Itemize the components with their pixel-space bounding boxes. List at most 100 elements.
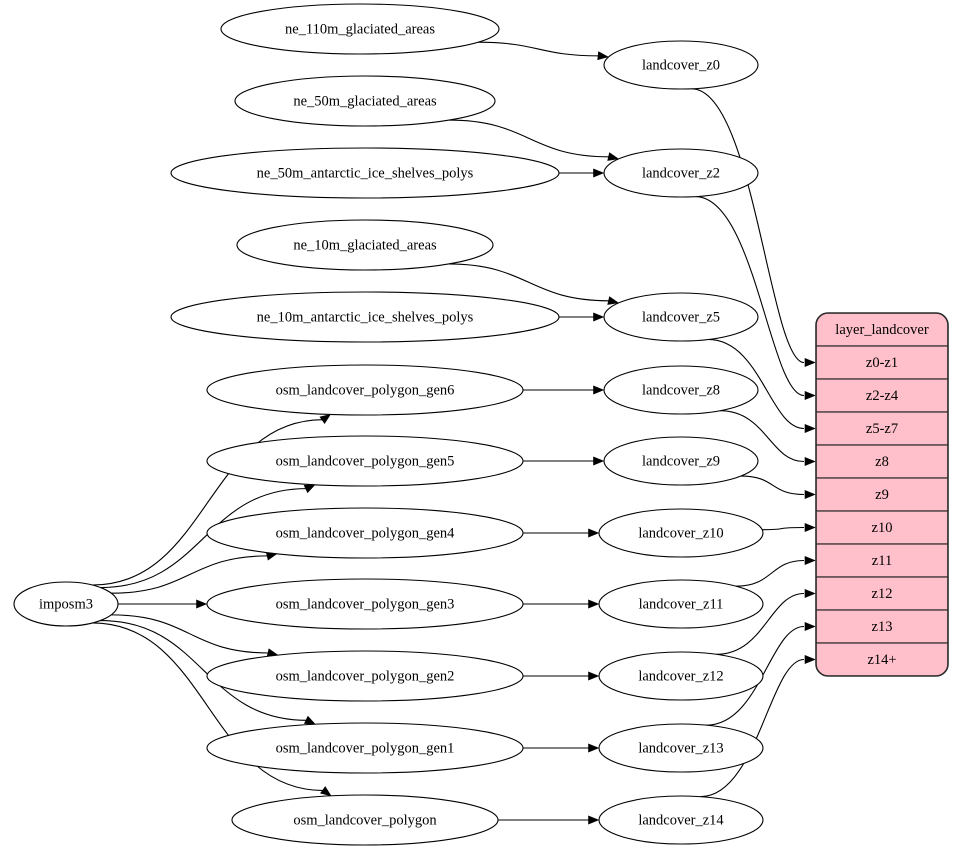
edge-arrowhead xyxy=(804,358,816,367)
node-osm-landcover-polygon-gen5[interactable]: osm_landcover_polygon_gen5 xyxy=(206,435,524,487)
table-row-z14[interactable] xyxy=(816,642,948,676)
node-imposm3[interactable]: imposm3 xyxy=(13,581,119,627)
edge-line xyxy=(477,41,600,57)
edge-arrowhead xyxy=(804,457,816,466)
edge-arrowhead xyxy=(804,490,816,499)
node-ne-10m-glaciated-areas[interactable]: ne_10m_glaciated_areas xyxy=(236,219,494,271)
table-row-z11[interactable] xyxy=(816,543,948,578)
node-shape xyxy=(206,578,524,630)
node-landcover-z9[interactable]: landcover_z9 xyxy=(603,436,759,486)
table-row-label: z11 xyxy=(872,553,892,569)
edge-arrowhead xyxy=(303,715,316,725)
node-landcover-z5[interactable]: landcover_z5 xyxy=(603,292,759,342)
edge-landcover-z0-to-z0-z1 xyxy=(691,88,816,367)
edge-landcover-z2-to-z2-z4 xyxy=(695,196,816,400)
node-label: landcover_z0 xyxy=(642,57,720,73)
edge-arrowhead xyxy=(607,152,620,161)
edge-arrowhead xyxy=(804,589,816,598)
edge-arrowhead xyxy=(607,296,620,305)
node-label: osm_landcover_polygon_gen3 xyxy=(276,596,455,612)
edge-arrowhead xyxy=(588,528,600,538)
node-label: osm_landcover_polygon_gen5 xyxy=(276,453,455,469)
node-ne-110m-glaciated-areas[interactable]: ne_110m_glaciated_areas xyxy=(220,3,500,55)
edge-line xyxy=(92,419,324,586)
edge-line xyxy=(92,622,324,792)
node-label: landcover_z2 xyxy=(642,165,720,181)
node-label: ne_10m_antarctic_ice_shelves_polys xyxy=(257,309,474,325)
node-osm-landcover-polygon-gen6[interactable]: osm_landcover_polygon_gen6 xyxy=(206,364,524,416)
table-row-z8[interactable] xyxy=(816,444,948,479)
node-landcover-z14[interactable]: landcover_z14 xyxy=(598,795,764,845)
node-shape xyxy=(598,651,764,701)
node-label: landcover_z5 xyxy=(642,309,720,325)
edge-line xyxy=(735,559,805,587)
edge-arrowhead xyxy=(804,622,816,631)
table-row-label: z5-z7 xyxy=(866,421,898,437)
node-landcover-z12[interactable]: landcover_z12 xyxy=(598,651,764,701)
edge-line xyxy=(111,614,269,654)
node-osm-landcover-polygon-gen4[interactable]: osm_landcover_polygon_gen4 xyxy=(206,507,524,559)
node-shape xyxy=(603,365,759,415)
node-shape xyxy=(206,650,524,702)
edge-arrowhead xyxy=(303,484,316,494)
edge-ne-50m-glaciated-areas-to-landcover-z2 xyxy=(448,119,620,161)
edge-osm-landcover-polygon-to-landcover-z14 xyxy=(498,815,600,825)
table-row-z0-z1[interactable] xyxy=(816,345,948,380)
node-shape xyxy=(603,148,759,198)
node-ne-10m-antarctic-ice-shelves-polys[interactable]: ne_10m_antarctic_ice_shelves_polys xyxy=(170,291,560,343)
edge-ne-110m-glaciated-areas-to-landcover-z0 xyxy=(477,41,609,61)
node-ne-50m-antarctic-ice-shelves-polys[interactable]: ne_50m_antarctic_ice_shelves_polys xyxy=(170,147,560,199)
node-shape xyxy=(206,435,524,487)
edge-line xyxy=(708,338,805,430)
edge-arrowhead xyxy=(804,556,816,565)
table-row-label: z9 xyxy=(875,487,889,503)
node-shape xyxy=(206,364,524,416)
node-label: ne_50m_glaciated_areas xyxy=(293,93,437,109)
edge-landcover-z9-to-z9 xyxy=(741,475,816,499)
node-label: landcover_z8 xyxy=(642,382,720,398)
edge-line xyxy=(719,410,805,463)
node-landcover-z2[interactable]: landcover_z2 xyxy=(603,148,759,198)
node-osm-landcover-polygon-gen2[interactable]: osm_landcover_polygon_gen2 xyxy=(206,650,524,702)
node-layer: ne_110m_glaciated_areas ne_50m_glaciated_… xyxy=(13,3,764,846)
node-shape xyxy=(234,75,496,127)
node-landcover-z8[interactable]: landcover_z8 xyxy=(603,365,759,415)
table-row-z13[interactable] xyxy=(816,609,948,644)
node-landcover-z0[interactable]: landcover_z0 xyxy=(603,40,759,90)
edge-line xyxy=(700,658,805,798)
edge-landcover-z5-to-z5-z7 xyxy=(708,338,816,433)
node-label: ne_10m_glaciated_areas xyxy=(293,237,437,253)
node-label: osm_landcover_polygon_gen2 xyxy=(276,668,455,684)
node-label: ne_50m_antarctic_ice_shelves_polys xyxy=(257,165,474,181)
edge-arrowhead xyxy=(597,51,609,61)
node-landcover-z10[interactable]: landcover_z10 xyxy=(598,508,764,558)
edge-arrowhead xyxy=(588,671,600,681)
edge-osm-landcover-polygon-gen2-to-landcover-z12 xyxy=(522,671,600,681)
node-shape xyxy=(603,436,759,486)
node-osm-landcover-polygon-gen3[interactable]: osm_landcover_polygon_gen3 xyxy=(206,578,524,630)
edge-arrowhead xyxy=(593,312,605,322)
table-outline xyxy=(815,312,949,677)
table-row-label: z0-z1 xyxy=(866,355,898,371)
edge-ne-50m-antarctic-ice-shelves-polys-to-landcover-z2 xyxy=(559,168,605,178)
node-label: osm_landcover_polygon_gen1 xyxy=(276,740,455,756)
node-landcover-z13[interactable]: landcover_z13 xyxy=(598,723,764,773)
edge-imposm3-to-osm-landcover-polygon-gen1 xyxy=(100,619,316,725)
table-row-z5-z7[interactable] xyxy=(816,411,948,446)
edge-arrowhead xyxy=(593,385,605,395)
node-osm-landcover-polygon-gen1[interactable]: osm_landcover_polygon_gen1 xyxy=(206,722,524,774)
edge-imposm3-to-osm-landcover-polygon xyxy=(92,622,332,797)
node-ne-50m-glaciated-areas[interactable]: ne_50m_glaciated_areas xyxy=(234,75,496,127)
node-shape xyxy=(598,508,764,558)
edge-line xyxy=(111,555,269,594)
edge-arrowhead xyxy=(588,815,600,825)
edge-landcover-z14-to-z14 xyxy=(700,655,816,798)
node-shape xyxy=(598,795,764,845)
node-osm-landcover-polygon[interactable]: osm_landcover_polygon xyxy=(231,794,499,846)
table-row-z9[interactable] xyxy=(816,477,948,512)
node-landcover-z11[interactable]: landcover_z11 xyxy=(598,579,764,629)
table-row-label: z12 xyxy=(872,586,893,602)
node-shape xyxy=(598,723,764,773)
edge-landcover-z10-to-z10 xyxy=(762,523,816,532)
